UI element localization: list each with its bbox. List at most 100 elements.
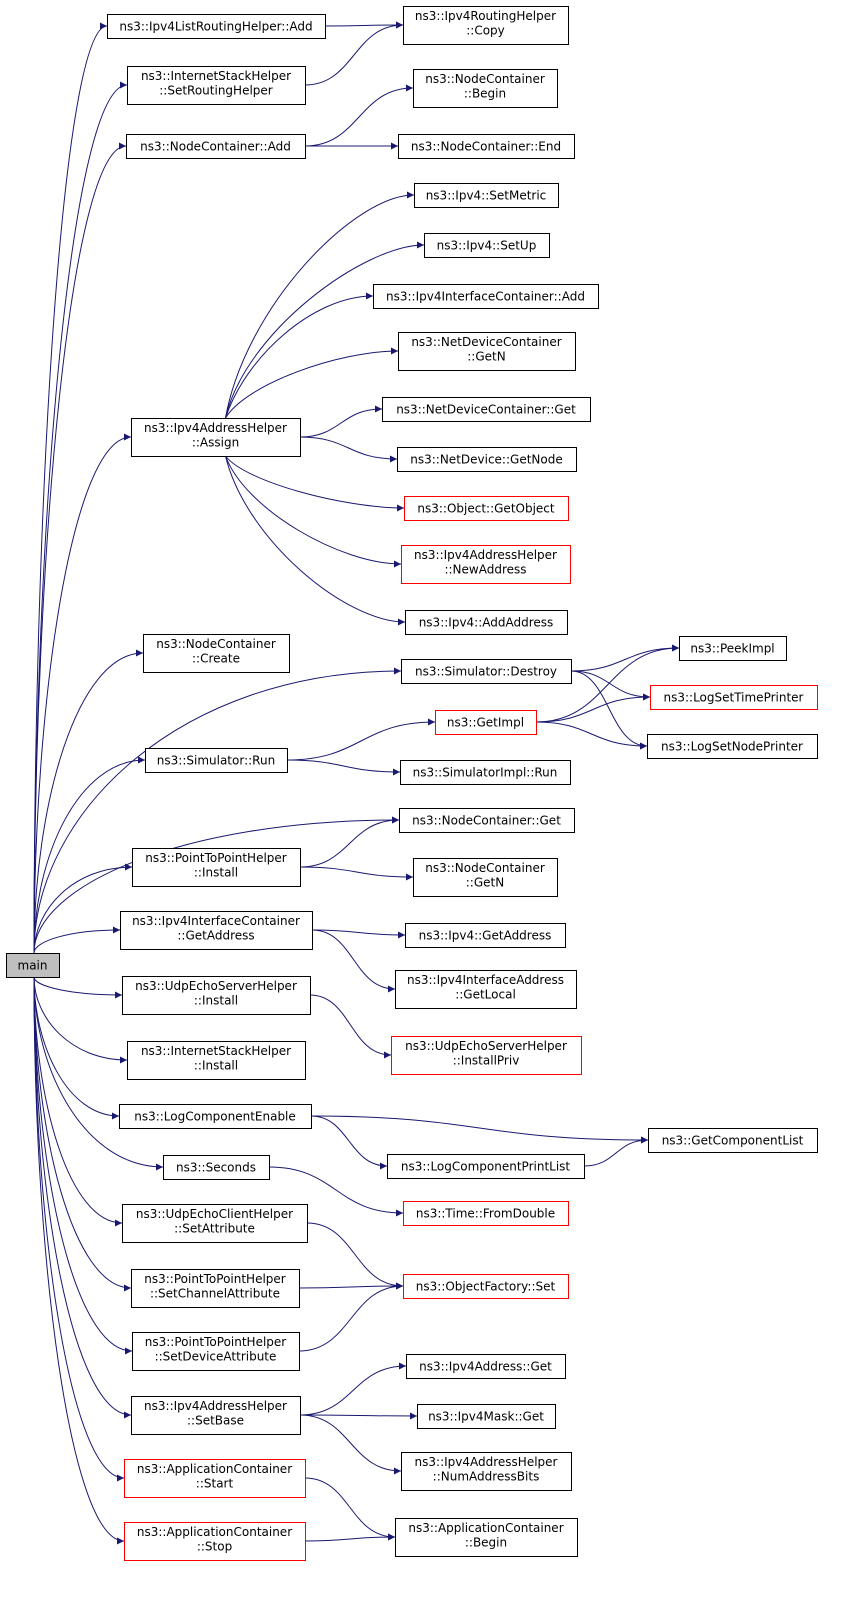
node-box <box>397 447 577 472</box>
node-p2p-setdeviceattr[interactable]: ns3::PointToPointHelper::SetDeviceAttrib… <box>132 1332 300 1371</box>
call-edge-ac-start-to-ac-begin <box>304 1477 396 1541</box>
node-simimpl-run[interactable]: ns3::SimulatorImpl::Run <box>400 760 571 785</box>
call-edge-main-to-p2p-setdeviceattr <box>33 976 133 1355</box>
node-of-set[interactable]: ns3::ObjectFactory::Set <box>403 1274 569 1299</box>
node-ndc-getn[interactable]: ns3::NetDeviceContainer::GetN <box>398 332 576 371</box>
node-box <box>163 1155 270 1180</box>
node-nc-get[interactable]: ns3::NodeContainer::Get <box>399 808 575 833</box>
node-nc-end[interactable]: ns3::NodeContainer::End <box>398 134 575 159</box>
node-ac-stop[interactable]: ns3::ApplicationContainer::Stop <box>124 1522 306 1561</box>
edge <box>225 241 425 419</box>
node-label: ::Install <box>194 994 238 1008</box>
node-nc-begin[interactable]: ns3::NodeContainer::Begin <box>413 69 558 108</box>
edge <box>570 670 651 701</box>
edge <box>225 455 406 626</box>
node-label: ::GetN <box>467 350 505 364</box>
node-nc-add[interactable]: ns3::NodeContainer::Add <box>126 134 306 159</box>
node-ipv4-setmetric[interactable]: ns3::Ipv4::SetMetric <box>414 183 559 208</box>
edge <box>309 994 392 1059</box>
node-label: ns3::Ipv4::GetAddress <box>419 929 552 943</box>
node-ac-start[interactable]: ns3::ApplicationContainer::Start <box>124 1459 306 1498</box>
node-iah-setbase[interactable]: ns3::Ipv4AddressHelper::SetBase <box>131 1396 301 1435</box>
node-getcomponentlist[interactable]: ns3::GetComponentList <box>648 1128 818 1153</box>
node-box <box>405 923 566 948</box>
node-iah-numaddressbits[interactable]: ns3::Ipv4AddressHelper::NumAddressBits <box>401 1452 572 1491</box>
call-edge-main-to-nc-add <box>33 142 127 954</box>
node-box <box>413 69 558 108</box>
node-box <box>414 183 559 208</box>
node-ish-install[interactable]: ns3::InternetStackHelper::Install <box>127 1041 306 1080</box>
node-box <box>124 1522 306 1561</box>
call-edge-iic-getaddress-to-iia-getlocal <box>311 929 396 993</box>
edge <box>33 142 127 954</box>
call-edge-iah-assign-to-ndc-get <box>299 405 383 438</box>
node-box <box>6 953 60 978</box>
node-logsettimeprinter[interactable]: ns3::LogSetTimePrinter <box>650 685 818 710</box>
call-edge-main-to-iah-setbase <box>33 976 132 1419</box>
edge <box>225 292 374 419</box>
node-logcomponentenable[interactable]: ns3::LogComponentEnable <box>119 1104 312 1129</box>
node-obj-getobject[interactable]: ns3::Object::GetObject <box>404 496 569 521</box>
node-peekimpl[interactable]: ns3::PeekImpl <box>679 636 787 661</box>
node-irh-copy[interactable]: ns3::Ipv4RoutingHelper::Copy <box>403 6 569 45</box>
node-uesh-install[interactable]: ns3::UdpEchoServerHelper::Install <box>122 976 311 1015</box>
node-getimpl[interactable]: ns3::GetImpl <box>435 710 537 735</box>
edge <box>299 436 398 463</box>
node-iah-newaddress[interactable]: ns3::Ipv4AddressHelper::NewAddress <box>401 545 571 584</box>
node-sim-run[interactable]: ns3::Simulator::Run <box>145 748 288 773</box>
node-label: ns3::PointToPointHelper <box>145 1335 287 1349</box>
node-iic-getaddress[interactable]: ns3::Ipv4InterfaceContainer::GetAddress <box>120 911 313 950</box>
node-box <box>120 911 313 950</box>
node-p2p-setchannelattr[interactable]: ns3::PointToPointHelper::SetChannelAttri… <box>131 1269 300 1308</box>
node-box <box>417 1404 556 1429</box>
edge <box>225 455 402 568</box>
node-ac-begin[interactable]: ns3::ApplicationContainer::Begin <box>395 1518 578 1557</box>
node-ipv4mask-get[interactable]: ns3::Ipv4Mask::Get <box>417 1404 556 1429</box>
node-ipv4-addaddress[interactable]: ns3::Ipv4::AddAddress <box>405 610 568 635</box>
node-ipv4-getaddress[interactable]: ns3::Ipv4::GetAddress <box>405 923 566 948</box>
node-nd-getnode[interactable]: ns3::NetDevice::GetNode <box>397 447 577 472</box>
call-edge-p2p-install-to-nc-getn <box>299 866 414 881</box>
node-logsetnodeprinter[interactable]: ns3::LogSetNodePrinter <box>647 734 818 759</box>
call-edge-p2p-setdeviceattr-to-of-set <box>298 1282 404 1352</box>
node-box <box>403 1274 569 1299</box>
node-ipv4addr-get[interactable]: ns3::Ipv4Address::Get <box>406 1354 566 1379</box>
edge <box>299 816 400 868</box>
node-box <box>145 748 288 773</box>
node-p2p-install[interactable]: ns3::PointToPointHelper::Install <box>132 848 301 887</box>
node-ipv4-setup[interactable]: ns3::Ipv4::SetUp <box>424 233 550 258</box>
node-nc-create[interactable]: ns3::NodeContainer::Create <box>143 634 290 673</box>
node-label: ::Stop <box>197 1540 232 1554</box>
edge <box>33 863 133 954</box>
node-label: ns3::ApplicationContainer <box>137 1462 292 1476</box>
node-logcomponentprintlist[interactable]: ns3::LogComponentPrintList <box>387 1154 585 1179</box>
call-edge-seconds-to-time-fromdouble <box>268 1166 404 1217</box>
node-ish-setrouting[interactable]: ns3::InternetStackHelper::SetRoutingHelp… <box>127 66 306 105</box>
edge <box>33 433 132 954</box>
node-label: ns3::Ipv4::SetUp <box>437 239 537 253</box>
node-box <box>647 734 818 759</box>
node-nc-getn[interactable]: ns3::NodeContainer::GetN <box>413 858 558 897</box>
node-label: ns3::LogComponentPrintList <box>401 1160 571 1174</box>
edge <box>33 976 164 1171</box>
node-sim-destroy[interactable]: ns3::Simulator::Destroy <box>401 659 572 684</box>
node-box <box>127 1041 306 1080</box>
node-time-fromdouble[interactable]: ns3::Time::FromDouble <box>403 1201 569 1226</box>
node-iic-add[interactable]: ns3::Ipv4InterfaceContainer::Add <box>373 284 599 309</box>
edge <box>299 405 383 438</box>
node-lrh-add[interactable]: ns3::Ipv4ListRoutingHelper::Add <box>107 14 326 39</box>
node-ndc-get[interactable]: ns3::NetDeviceContainer::Get <box>382 397 591 422</box>
call-edge-main-to-p2p-install <box>33 863 133 954</box>
node-label: ns3::NetDeviceContainer::Get <box>396 403 576 417</box>
node-uech-setattribute[interactable]: ns3::UdpEchoClientHelper::SetAttribute <box>122 1204 308 1243</box>
node-seconds[interactable]: ns3::Seconds <box>163 1155 270 1180</box>
node-label: ns3::LogSetTimePrinter <box>663 691 803 705</box>
node-iah-assign[interactable]: ns3::Ipv4AddressHelper::Assign <box>131 418 301 457</box>
node-label: ns3::UdpEchoClientHelper <box>136 1207 293 1221</box>
node-label: ::Begin <box>464 87 506 101</box>
node-uesh-installpriv[interactable]: ns3::UdpEchoServerHelper::InstallPriv <box>391 1036 582 1075</box>
node-iia-getlocal[interactable]: ns3::Ipv4InterfaceAddress::GetLocal <box>395 970 577 1009</box>
node-main[interactable]: main <box>6 953 60 978</box>
node-label: ::SetDeviceAttribute <box>155 1350 277 1364</box>
